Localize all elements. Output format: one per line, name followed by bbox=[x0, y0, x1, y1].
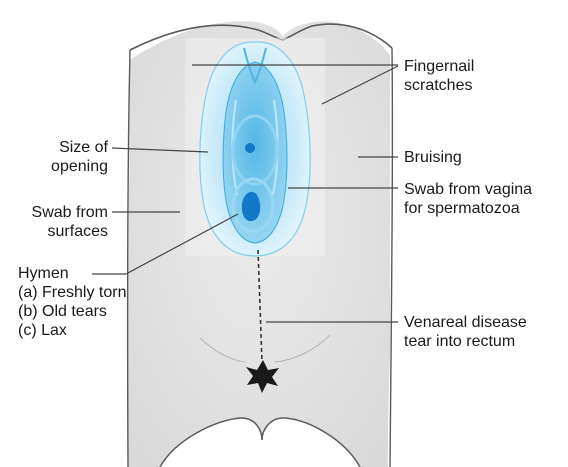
urethral-opening bbox=[245, 143, 255, 153]
label-fingernail-line1: Fingernail bbox=[404, 57, 474, 76]
genital-region bbox=[200, 42, 310, 256]
label-venereal-disease: Venareal disease tear into rectum bbox=[404, 313, 527, 351]
label-hymen: Hymen (a) Freshly torn (b) Old tears (c)… bbox=[18, 264, 126, 340]
label-swab-vagina-line1: Swab from vagina bbox=[404, 180, 532, 199]
label-bruising-line1: Bruising bbox=[404, 148, 462, 167]
label-size-line1: Size of bbox=[12, 138, 108, 157]
label-hymen-item-c: (c) Lax bbox=[18, 321, 126, 340]
label-hymen-title: Hymen bbox=[18, 264, 126, 283]
label-venereal-line1: Venareal disease bbox=[404, 313, 527, 332]
label-hymen-item-b: (b) Old tears bbox=[18, 302, 126, 321]
label-swab-surfaces-line1: Swab from bbox=[2, 203, 108, 222]
label-venereal-line2: tear into rectum bbox=[404, 332, 527, 351]
label-size-of-opening: Size of opening bbox=[12, 138, 108, 176]
right-edge bbox=[390, 48, 392, 467]
label-fingernail-scratches: Fingernail scratches bbox=[404, 57, 474, 95]
label-swab-surfaces-line2: surfaces bbox=[2, 222, 108, 241]
label-hymen-item-a: (a) Freshly torn bbox=[18, 283, 126, 302]
label-fingernail-line2: scratches bbox=[404, 76, 474, 95]
label-bruising: Bruising bbox=[404, 148, 462, 167]
label-swab-vagina: Swab from vagina for spermatozoa bbox=[404, 180, 532, 218]
label-size-line2: opening bbox=[12, 157, 108, 176]
label-swab-vagina-line2: for spermatozoa bbox=[404, 199, 532, 218]
label-swab-surfaces: Swab from surfaces bbox=[2, 203, 108, 241]
